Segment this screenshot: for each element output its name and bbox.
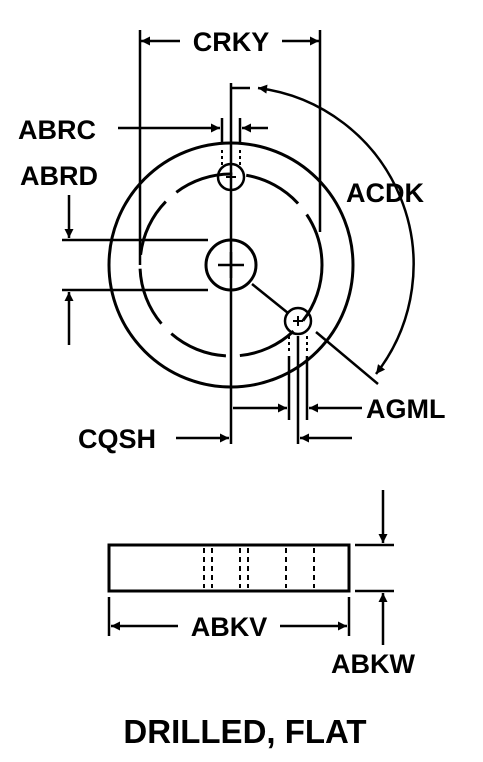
label-agml: AGML [366,394,445,424]
top-view [62,30,415,444]
label-cqsh: CQSH [78,424,156,454]
drawing-title: DRILLED, FLAT [123,713,366,750]
side-view-body [107,543,351,593]
top-small-hole [216,162,246,192]
side-view [107,490,394,645]
label-abrd: ABRD [20,161,98,191]
label-crky: CRKY [193,27,270,57]
label-acdk: ACDK [346,178,424,208]
label-abkv: ABKV [191,612,268,642]
label-abkw: ABKW [331,649,415,679]
label-abrc: ABRC [18,115,96,145]
